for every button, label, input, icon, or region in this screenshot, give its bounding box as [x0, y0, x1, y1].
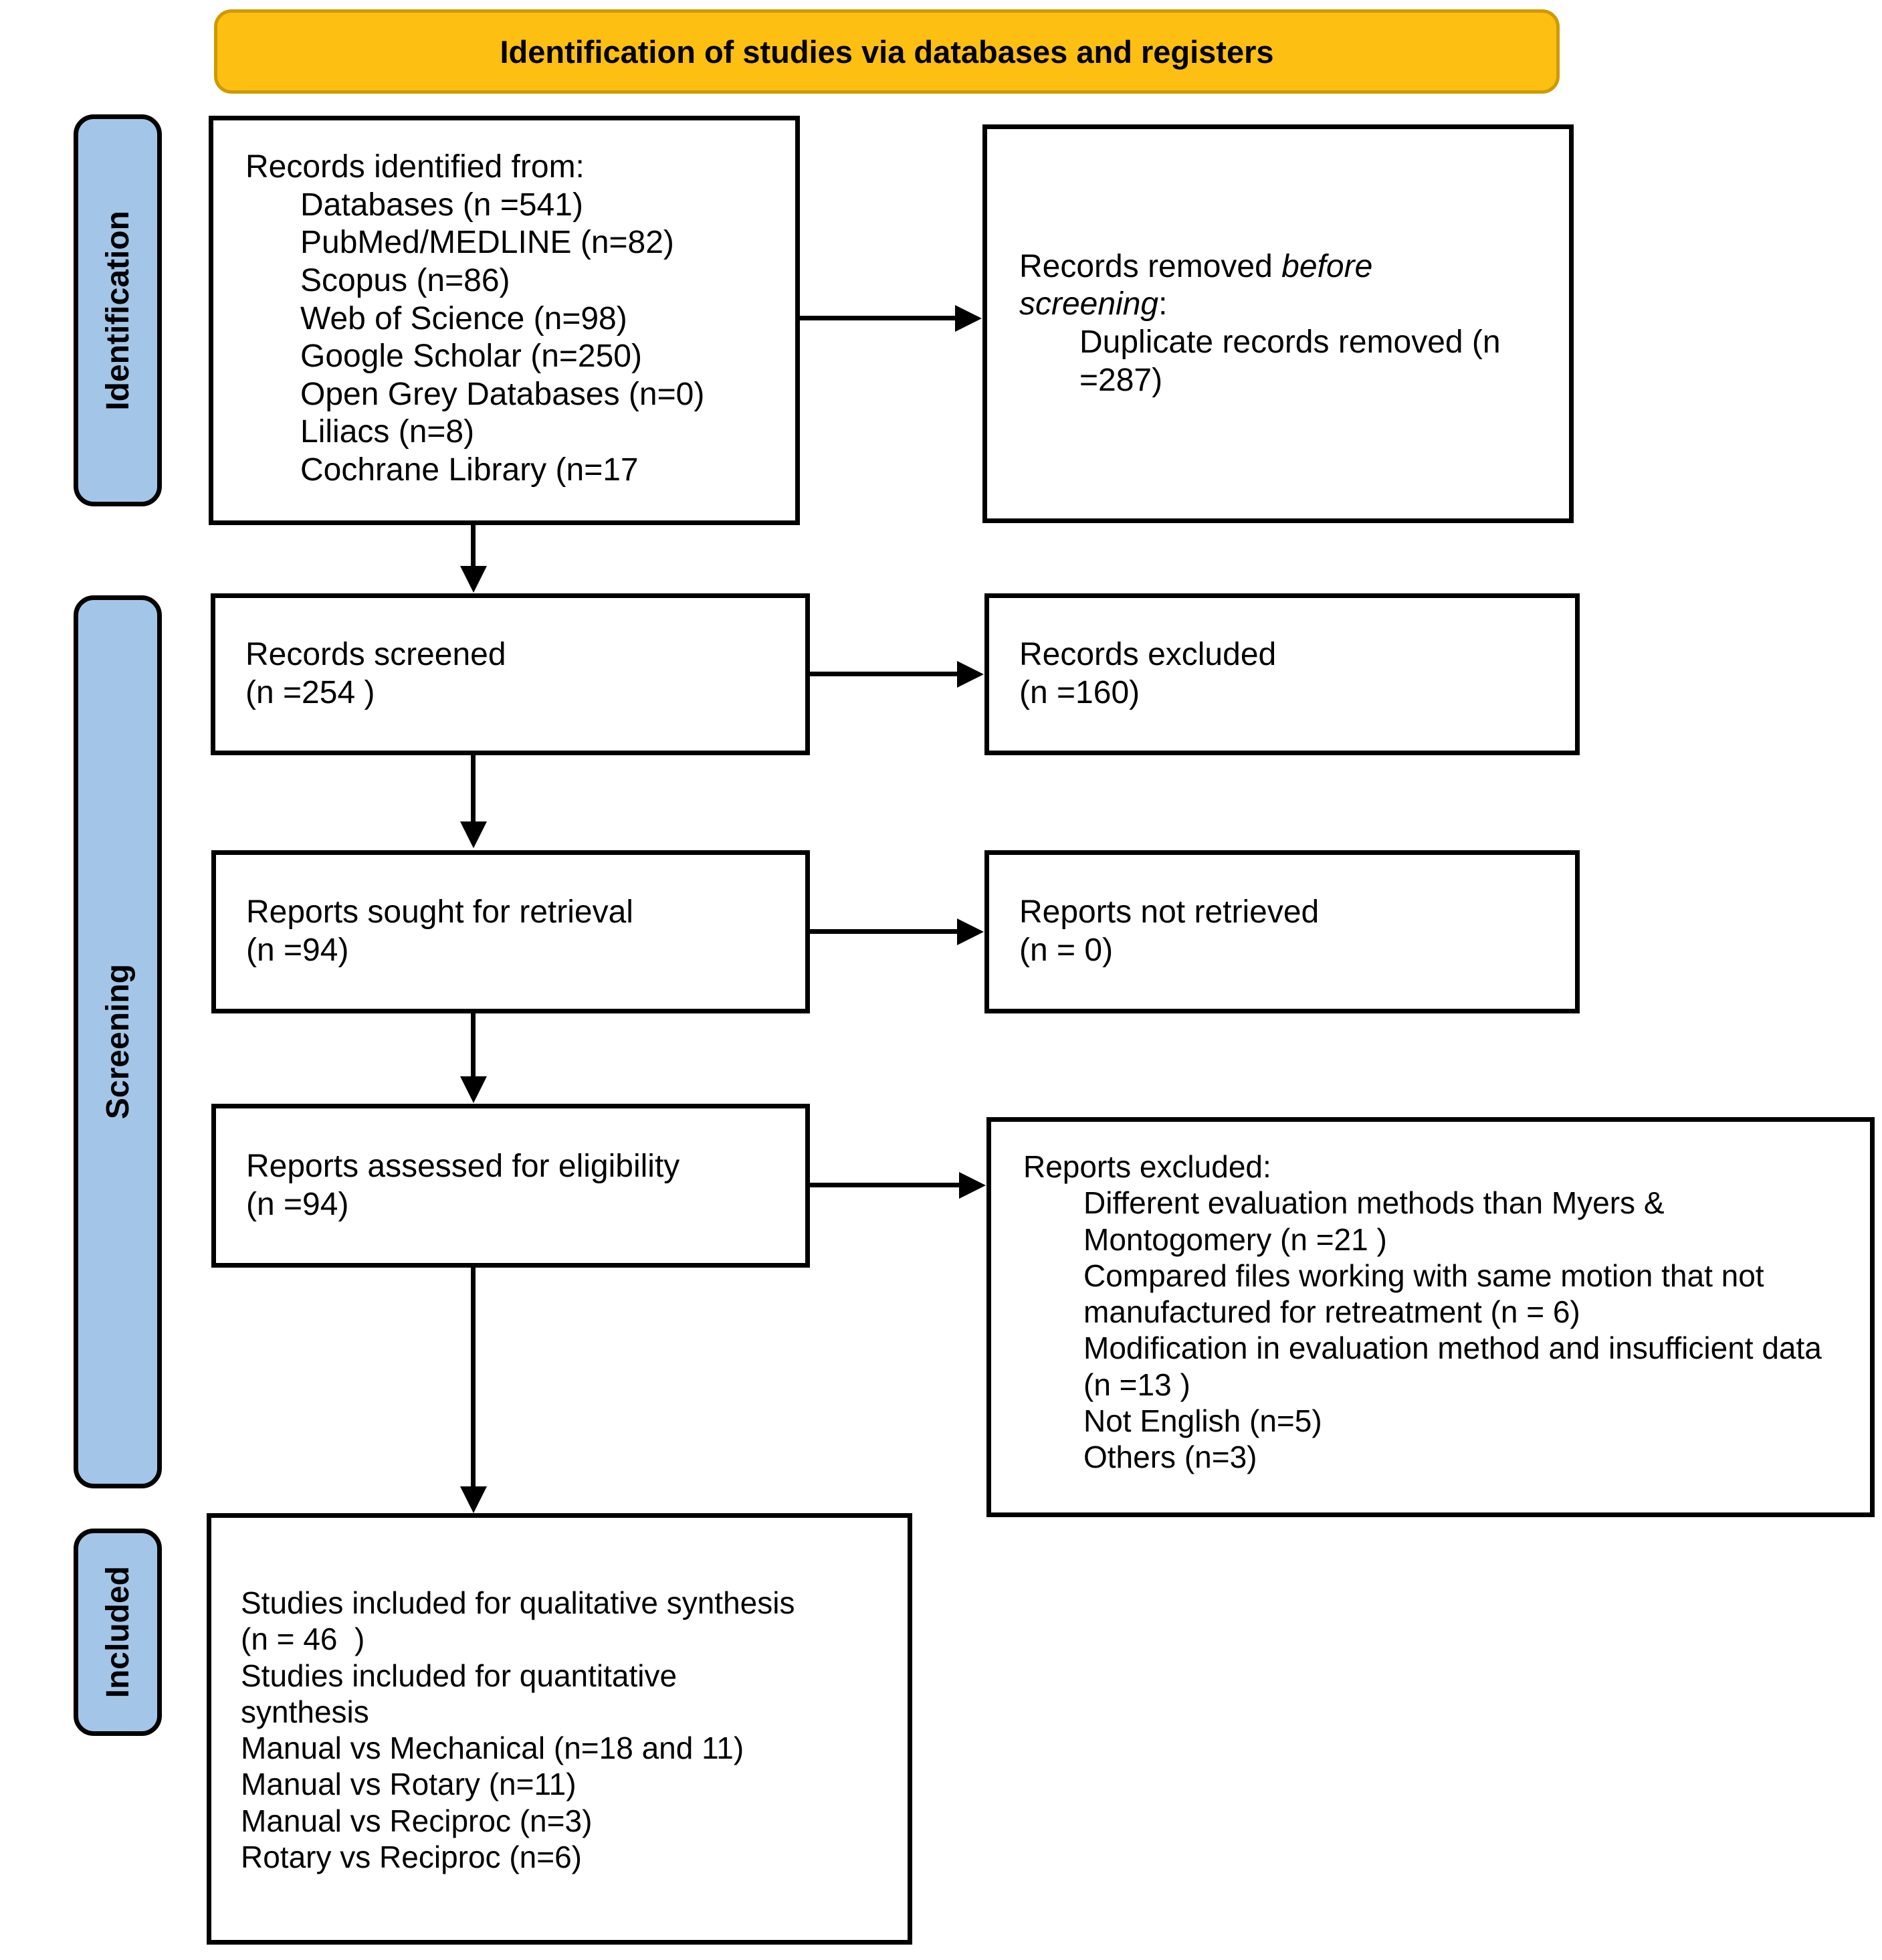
arrow-assessed-to-excluded-line: [810, 1183, 960, 1187]
records-removed-prefix: Records removed: [1019, 248, 1282, 284]
arrow-down-icon: [460, 1076, 487, 1103]
reports-not-retrieved-count: (n = 0): [1019, 933, 1114, 968]
reports-excluded-item: Not English (n=5): [1083, 1403, 1322, 1438]
records-removed-title: Records removed before screening:: [1019, 248, 1502, 324]
sidebar-stage-included: Included: [74, 1529, 162, 1736]
reports-excluded-item: Others (n=3): [1083, 1440, 1257, 1475]
records-identified-title: Records identified from:: [245, 149, 585, 185]
records-screened-line1: Records screened: [245, 637, 506, 673]
arrow-down-icon: [460, 566, 487, 593]
title-banner-label: Identification of studies via databases …: [500, 33, 1274, 70]
box-reports-assessed: Reports assessed for eligibility (n =94): [211, 1104, 810, 1268]
records-excluded-count: (n =160): [1019, 675, 1140, 710]
box-reports-not-retrieved: Reports not retrieved (n = 0): [984, 850, 1580, 1013]
box-records-screened: Records screened (n =254 ): [211, 593, 810, 755]
arrow-sought-to-assessed-line: [471, 1013, 476, 1078]
records-identified-item: Cochrane Library (n=17: [300, 452, 639, 488]
box-reports-sought: Reports sought for retrieval (n =94): [211, 850, 810, 1013]
arrow-screened-to-excluded-line: [810, 672, 958, 676]
reports-assessed-count: (n =94): [246, 1186, 349, 1222]
records-identified-item: Databases (n =541): [300, 187, 583, 223]
box-records-removed: Records removed before screening: Duplic…: [982, 124, 1574, 523]
records-identified-item: Scopus (n=86): [300, 262, 510, 298]
arrow-right-icon: [957, 661, 984, 688]
arrow-right-icon: [957, 918, 984, 945]
studies-included-line: Manual vs Mechanical (n=18 and 11): [241, 1731, 744, 1766]
arrow-down-icon: [460, 1486, 487, 1513]
records-removed-item: Duplicate records removed (n =287): [1079, 324, 1501, 398]
sidebar-stage-included-label: Included: [100, 1566, 136, 1698]
title-banner: Identification of studies via databases …: [214, 9, 1560, 94]
studies-included-line: Studies included for qualitative synthes…: [241, 1585, 795, 1620]
records-excluded-line1: Records excluded: [1019, 637, 1277, 673]
records-screened-count: (n =254 ): [245, 675, 375, 710]
records-removed-suffix: :: [1158, 286, 1168, 322]
box-records-excluded: Records excluded (n =160): [984, 593, 1580, 755]
studies-included-line: Manual vs Reciproc (n=3): [241, 1803, 593, 1838]
arrow-screened-to-sought-line: [471, 755, 476, 823]
studies-included-line: Studies included for quantitative: [241, 1658, 677, 1693]
reports-excluded-item: Different evaluation methods than Myers …: [1083, 1185, 1665, 1257]
sidebar-stage-identification: Identification: [74, 114, 162, 506]
reports-excluded-title: Reports excluded:: [1023, 1149, 1271, 1184]
arrow-assessed-to-included-line: [471, 1268, 476, 1488]
sidebar-stage-screening: Screening: [74, 595, 162, 1488]
studies-included-line: Rotary vs Reciproc (n=6): [241, 1839, 582, 1874]
reports-sought-count: (n =94): [246, 933, 349, 968]
reports-assessed-line1: Reports assessed for eligibility: [246, 1148, 680, 1184]
arrow-identified-to-screened-line: [471, 525, 476, 569]
studies-included-line: Manual vs Rotary (n=11): [241, 1767, 577, 1802]
arrow-sought-to-not-retrieved-line: [810, 929, 958, 934]
reports-excluded-item: Modification in evaluation method and in…: [1083, 1331, 1822, 1402]
studies-included-line: (n = 46 ): [241, 1622, 365, 1657]
arrow-down-icon: [460, 821, 487, 848]
reports-excluded-item: Compared files working with same motion …: [1083, 1258, 1764, 1330]
box-records-identified: Records identified from: Databases (n =5…: [209, 116, 800, 525]
sidebar-stage-identification-label: Identification: [100, 210, 136, 411]
sidebar-stage-screening-label: Screening: [100, 964, 136, 1120]
records-identified-item: Web of Science (n=98): [300, 300, 627, 336]
studies-included-line: synthesis: [241, 1694, 369, 1729]
arrow-right-icon: [959, 1172, 986, 1199]
records-removed-italic: before screening: [1019, 248, 1373, 322]
records-identified-item: Google Scholar (n=250): [300, 338, 642, 375]
reports-sought-line1: Reports sought for retrieval: [246, 894, 633, 930]
box-reports-excluded: Reports excluded: Different evaluation m…: [986, 1117, 1875, 1517]
reports-not-retrieved-line1: Reports not retrieved: [1019, 894, 1320, 930]
arrow-right-icon: [955, 305, 982, 332]
records-identified-item: Open Grey Databases (n=0): [300, 376, 705, 412]
box-studies-included: Studies included for qualitative synthes…: [207, 1513, 912, 1945]
arrow-identified-to-removed-line: [800, 316, 956, 320]
records-identified-item: Liliacs (n=8): [300, 414, 475, 450]
records-identified-item: PubMed/MEDLINE (n=82): [300, 225, 674, 261]
